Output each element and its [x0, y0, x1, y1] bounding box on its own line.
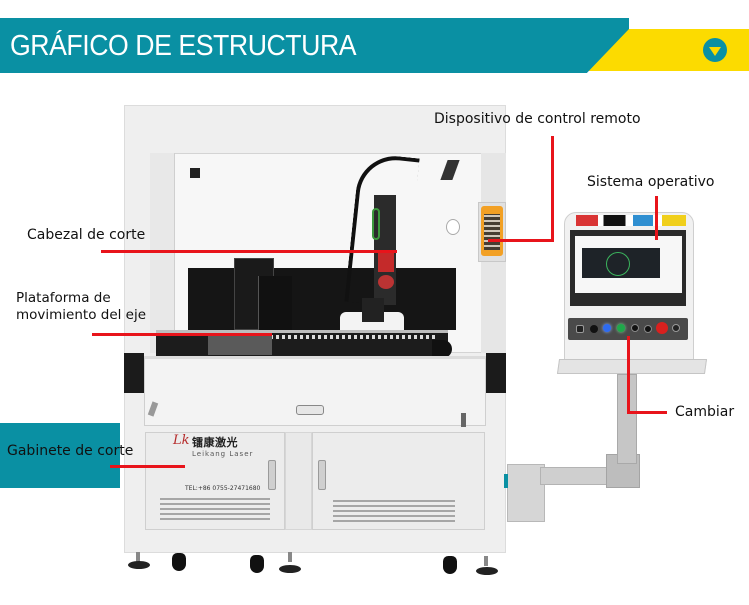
axis-back-plate: [188, 268, 456, 330]
brand-logo-icon: Lk: [173, 433, 190, 448]
rack-teeth: [270, 335, 438, 339]
caster-wheel: [172, 553, 186, 571]
frame-band: [486, 353, 506, 393]
pendant-warning-labels: [576, 215, 686, 226]
green-button: [617, 324, 625, 332]
leader-switch-horizontal: [627, 411, 667, 414]
label-cutting-cabinet: Gabinete de corte: [7, 443, 134, 459]
leader-cutting-head: [101, 250, 397, 253]
label-remote-control: Dispositivo de control remoto: [434, 111, 641, 127]
leader-switch-vertical: [627, 336, 630, 414]
leveling-foot-stem: [136, 552, 140, 562]
plate-cutout: [340, 312, 404, 334]
cabinet-label-background: [0, 423, 120, 488]
leader-operating-system: [655, 196, 658, 240]
circle-path-icon: [606, 252, 630, 276]
frame-band: [124, 353, 144, 393]
cutting-head-nozzle: [362, 298, 384, 322]
cabinet-lock: [318, 460, 326, 490]
keyboard-shelf: [556, 359, 708, 374]
emergency-stop-button: [656, 322, 668, 334]
label-switch: Cambiar: [675, 404, 735, 420]
brand-name-en: Leikang Laser: [192, 450, 254, 458]
arm-accent: [504, 474, 508, 488]
blue-button: [603, 324, 611, 332]
leveling-foot-stem: [288, 552, 292, 562]
leader-remote-horizontal: [488, 239, 554, 242]
front-door: [144, 356, 486, 426]
brand-name-cn: 镭康激光: [192, 436, 238, 449]
label-operating-system: Sistema operativo: [587, 174, 715, 190]
indicator-button: [590, 325, 598, 333]
remote-keypad: [484, 214, 500, 250]
pressure-gauge-icon: [446, 219, 460, 235]
arm-horizontal: [540, 467, 610, 485]
leveling-foot: [128, 561, 150, 569]
cutting-head-motor: [378, 275, 394, 289]
page-title: GRÁFICO DE ESTRUCTURA: [10, 30, 357, 62]
cabinet-vent: [333, 500, 455, 522]
brand-phone: TEL:+86 0755-27471680: [185, 485, 261, 492]
rail-carriage: [208, 333, 272, 355]
rotary-chuck-body: [258, 276, 292, 332]
key-switch-icon: [672, 324, 680, 332]
leveling-foot: [476, 567, 498, 575]
chevron-down-circle-icon[interactable]: [703, 38, 727, 62]
leveling-foot: [279, 565, 301, 573]
leveling-foot-stem: [484, 556, 488, 566]
rotary-knob-icon: [644, 325, 652, 333]
caster-wheel: [443, 556, 457, 574]
chamber-side-panel: [150, 153, 175, 353]
leader-axis-platform: [92, 333, 272, 336]
label-cutting-head: Cabezal de corte: [27, 227, 146, 243]
cabinet-lock: [268, 460, 276, 490]
arm-base: [507, 464, 545, 522]
key-switch-icon: [576, 325, 584, 333]
label-axis-platform-line1: Plataforma de: [16, 290, 111, 306]
selector-switch-icon: [631, 324, 639, 332]
cabinet-vent: [160, 498, 270, 520]
header-teal-band: [0, 18, 629, 73]
label-axis-platform-line2: movimiento del eje: [16, 307, 147, 323]
chamber-vent: [190, 168, 200, 178]
caster-wheel: [250, 555, 264, 573]
rail-end-cap: [432, 340, 452, 358]
door-handle: [296, 405, 324, 415]
leader-remote-vertical: [551, 136, 554, 241]
cutting-head-module: [378, 250, 394, 272]
door-latch: [461, 413, 466, 427]
leader-cutting-cabinet: [110, 465, 185, 468]
cabinet-divider: [285, 432, 312, 530]
cutting-head-fiber: [372, 208, 380, 240]
